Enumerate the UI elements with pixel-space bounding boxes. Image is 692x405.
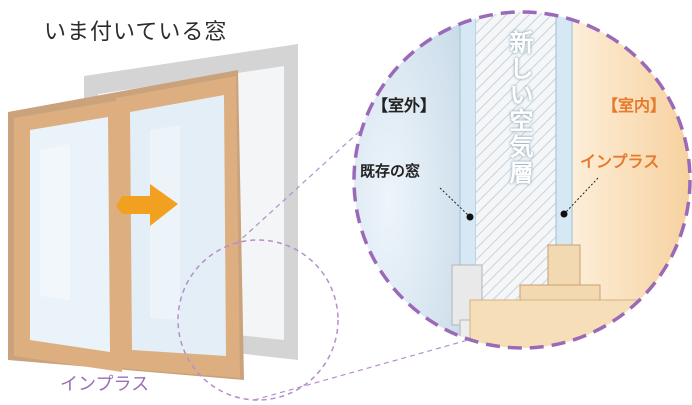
existing-window-label: 既存の窓 bbox=[360, 162, 421, 180]
air-layer-label: 新しい空気層 bbox=[505, 30, 533, 186]
connector-line-bottom bbox=[253, 339, 469, 401]
inplus-zoom-label: インプラス bbox=[580, 152, 660, 171]
zoom-circle bbox=[352, 10, 692, 350]
connector-line-top bbox=[235, 119, 373, 245]
page-title: いま付いている窓 bbox=[44, 20, 228, 45]
outside-label: 【室外】 bbox=[372, 96, 437, 115]
arrow-icon bbox=[116, 184, 178, 226]
inplus-window-label: インプラス bbox=[60, 374, 150, 395]
inner-window-front bbox=[8, 70, 244, 380]
focus-circle bbox=[177, 239, 339, 401]
inside-label: 【室内】 bbox=[602, 96, 667, 115]
